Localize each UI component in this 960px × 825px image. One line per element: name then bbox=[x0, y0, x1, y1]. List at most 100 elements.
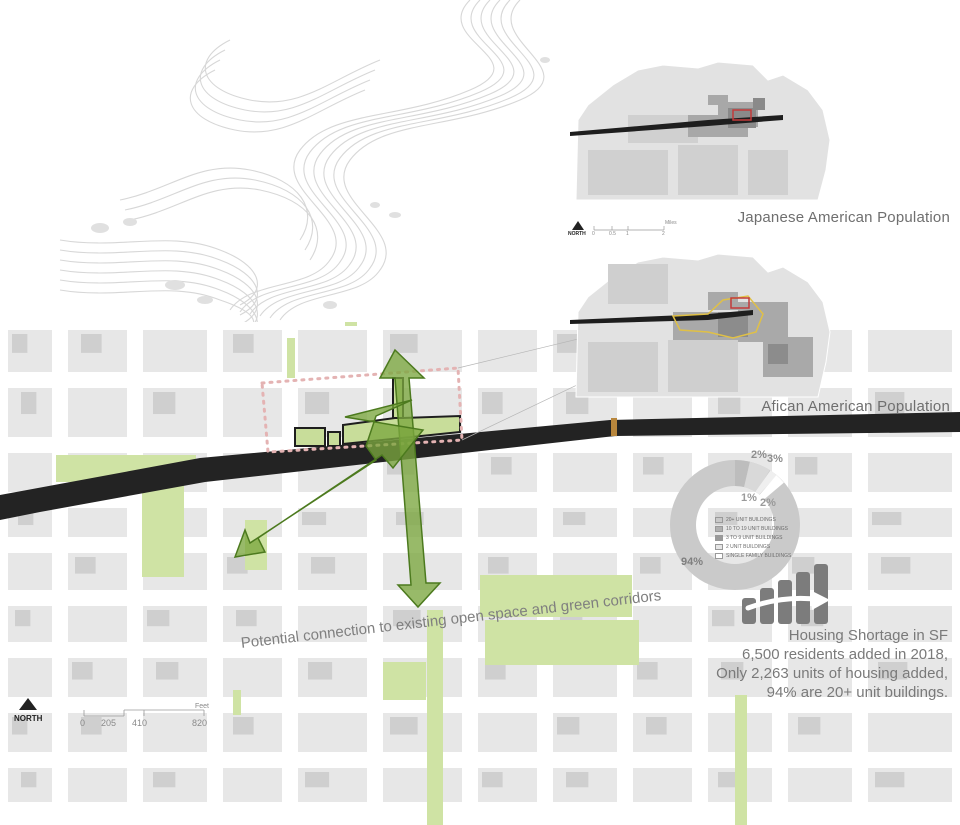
inset-scale-bar bbox=[572, 221, 665, 231]
building-footprint bbox=[75, 557, 96, 574]
city-block bbox=[68, 388, 127, 437]
main-scale-tick-2: 410 bbox=[132, 718, 148, 728]
inset-scale-tick-3: 2 bbox=[662, 231, 665, 237]
building-footprint bbox=[12, 717, 28, 735]
main-scale-bar bbox=[19, 698, 205, 717]
housing-pct-5: 94% bbox=[681, 556, 704, 568]
city-block bbox=[143, 330, 207, 372]
city-block bbox=[223, 768, 282, 802]
inset-title-african: Afican American Population bbox=[761, 398, 950, 415]
building-footprint bbox=[637, 662, 658, 680]
building-footprint bbox=[718, 772, 741, 788]
building-footprint bbox=[12, 334, 28, 353]
legend-label: 3 TO 9 UNIT BUILDINGS bbox=[726, 535, 783, 541]
building-footprint bbox=[795, 457, 818, 475]
city-block bbox=[68, 768, 127, 802]
building-footprint bbox=[308, 662, 333, 680]
geary-corridor bbox=[0, 412, 960, 520]
legend-item: 3 TO 9 UNIT BUILDINGS bbox=[715, 535, 782, 541]
city-block bbox=[788, 768, 852, 802]
city-block bbox=[8, 553, 52, 590]
city-block bbox=[68, 508, 127, 537]
city-block bbox=[868, 713, 952, 752]
building-footprint bbox=[491, 457, 512, 475]
legend-item: 20+ UNIT BUILDINGS bbox=[715, 517, 776, 523]
building-footprint bbox=[718, 392, 741, 415]
building-footprint bbox=[21, 392, 37, 415]
building-footprint bbox=[227, 557, 248, 574]
legend-item: 10 TO 19 UNIT BUILDINGS bbox=[715, 526, 788, 532]
building-footprint bbox=[881, 557, 911, 574]
building-footprint bbox=[305, 772, 330, 788]
city-block bbox=[553, 453, 617, 492]
building-footprint bbox=[875, 772, 905, 788]
city-block bbox=[478, 508, 537, 537]
main-scale-tick-0: 0 bbox=[80, 718, 86, 728]
building-footprint bbox=[15, 610, 31, 627]
main-north-label: NORTH bbox=[14, 714, 43, 723]
connection-arrows bbox=[233, 348, 442, 609]
green-spaces bbox=[56, 322, 747, 825]
city-block bbox=[868, 453, 952, 492]
city-block bbox=[868, 330, 952, 372]
building-footprint bbox=[643, 457, 664, 475]
legend-swatch bbox=[715, 526, 723, 532]
building-footprint bbox=[81, 717, 102, 735]
legend-label: SINGLE FAMILY BUILDINGS bbox=[726, 553, 792, 559]
building-footprint bbox=[798, 717, 821, 735]
building-footprint bbox=[156, 662, 179, 680]
building-footprint bbox=[72, 662, 93, 680]
building-footprint bbox=[302, 512, 327, 526]
housing-heading: Housing Shortage in SF bbox=[788, 627, 948, 644]
building-footprint bbox=[153, 392, 176, 415]
legend-label: 10 TO 19 UNIT BUILDINGS bbox=[726, 526, 788, 532]
inset-scale-tick-0: 0 bbox=[592, 231, 595, 237]
city-block bbox=[478, 713, 537, 752]
building-footprint bbox=[482, 772, 503, 788]
city-block bbox=[633, 606, 692, 642]
city-block bbox=[143, 713, 207, 752]
legend-item: 2 UNIT BUILDINGS bbox=[715, 544, 770, 550]
building-footprint bbox=[153, 772, 176, 788]
city-block bbox=[788, 658, 852, 697]
building-footprint bbox=[872, 512, 902, 526]
building-footprint bbox=[721, 662, 744, 680]
building-footprint bbox=[557, 717, 580, 735]
building-footprint bbox=[21, 772, 37, 788]
building-footprint bbox=[485, 662, 506, 680]
building-footprint bbox=[311, 557, 336, 574]
building-footprint bbox=[646, 717, 667, 735]
city-block bbox=[383, 768, 462, 802]
legend-swatch bbox=[715, 544, 723, 550]
legend-swatch bbox=[715, 553, 723, 559]
housing-buildings-icon bbox=[742, 564, 830, 624]
building-footprint bbox=[878, 662, 908, 680]
housing-line: Only 2,263 units of housing added, bbox=[716, 665, 948, 682]
housing-shortage-text: Housing Shortage in SF 6,500 residents a… bbox=[716, 626, 948, 702]
inset-scale-tick-2: 1 bbox=[626, 231, 629, 237]
housing-pct-3: 1% bbox=[741, 492, 757, 504]
legend-label: 20+ UNIT BUILDINGS bbox=[726, 517, 776, 523]
inset-north-label: NORTH bbox=[568, 231, 586, 237]
legend-swatch bbox=[715, 535, 723, 541]
inset-map-african bbox=[570, 253, 831, 398]
building-footprint bbox=[81, 334, 102, 353]
city-block bbox=[8, 658, 52, 697]
inset-scale-tick-1: 0.5 bbox=[609, 231, 616, 237]
city-block bbox=[298, 330, 367, 372]
inset-scale-unit: Miles bbox=[665, 220, 677, 226]
inset-map-japanese bbox=[570, 61, 831, 201]
city-block bbox=[298, 713, 367, 752]
building-footprint bbox=[305, 392, 330, 415]
legend-swatch bbox=[715, 517, 723, 523]
building-footprint bbox=[390, 334, 418, 353]
building-footprint bbox=[233, 334, 254, 353]
city-block bbox=[633, 768, 692, 802]
housing-pct-4: 2% bbox=[760, 497, 776, 509]
inset-title-japanese: Japanese American Population bbox=[737, 209, 950, 226]
building-footprint bbox=[792, 557, 815, 574]
building-footprint bbox=[563, 512, 586, 526]
city-block bbox=[68, 606, 127, 642]
city-block bbox=[298, 606, 367, 642]
